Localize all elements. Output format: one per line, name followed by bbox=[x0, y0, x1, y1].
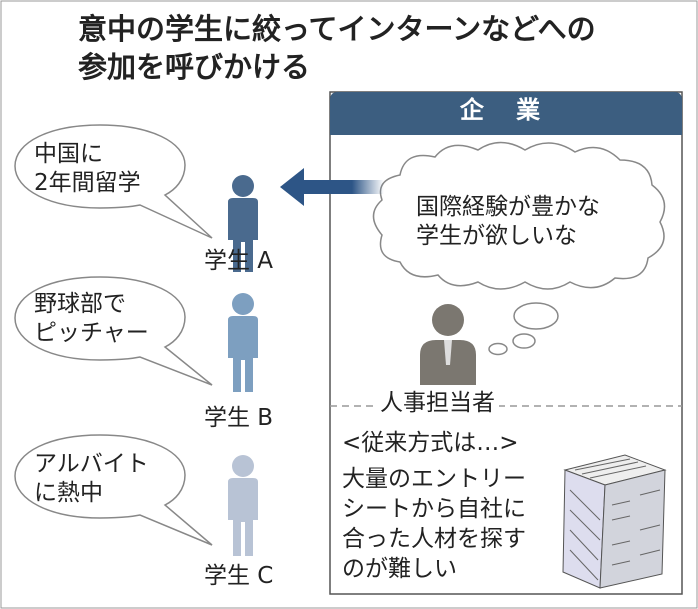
bubble-line: に熱中 bbox=[34, 480, 103, 506]
student-b-icon bbox=[228, 293, 258, 392]
diagram-title: 意中の学生に絞ってインターンなどへの 参加を呼びかける bbox=[78, 10, 596, 86]
hr-person-icon bbox=[420, 304, 476, 385]
student-a-bubble-text: 中国に 2年間留学 bbox=[34, 140, 141, 198]
thought-line-1: 国際経験が豊かな bbox=[416, 194, 600, 220]
thought-line-2: 学生が欲しいな bbox=[416, 223, 577, 249]
student-b-label: 学生 B bbox=[204, 405, 274, 431]
problem-line: のが難しい bbox=[342, 556, 457, 582]
bubble-line: 2年間留学 bbox=[34, 170, 141, 196]
problem-line: 合った人材を探す bbox=[342, 526, 526, 552]
speech-bubble-c bbox=[14, 434, 213, 546]
student-c-label: 学生 C bbox=[204, 563, 274, 589]
problem-line: シートから自社に bbox=[342, 496, 526, 522]
title-line-2: 参加を呼びかける bbox=[78, 50, 311, 84]
bubble-line: 中国に bbox=[34, 141, 103, 167]
company-thought-text: 国際経験が豊かな 学生が欲しいな bbox=[416, 193, 600, 251]
thought-cloud-icon bbox=[372, 141, 666, 356]
document-stack-icon bbox=[562, 454, 667, 589]
arrow-left-icon bbox=[280, 168, 384, 206]
hr-person-label: 人事担当者 bbox=[376, 390, 499, 418]
problem-text: 大量のエントリー シートから自社に 合った人材を探す のが難しい bbox=[342, 464, 526, 584]
bubble-line: ピッチャー bbox=[34, 320, 149, 346]
student-c-bubble-text: アルバイト に熱中 bbox=[34, 450, 149, 508]
student-c-icon bbox=[228, 455, 258, 556]
bubble-line: アルバイト bbox=[34, 451, 149, 477]
student-b-bubble-text: 野球部で ピッチャー bbox=[34, 290, 149, 348]
old-method-label: <従来方式は…> bbox=[342, 430, 519, 456]
problem-line: 大量のエントリー bbox=[342, 466, 526, 492]
speech-bubble-b bbox=[14, 276, 213, 386]
company-header-bar bbox=[330, 92, 682, 135]
student-a-icon bbox=[228, 175, 258, 272]
title-line-1: 意中の学生に絞ってインターンなどへの bbox=[78, 12, 596, 46]
company-header: 企 業 bbox=[459, 96, 553, 124]
student-a-label: 学生 A bbox=[204, 248, 274, 274]
speech-bubble-a bbox=[14, 124, 213, 239]
bubble-line: 野球部で bbox=[34, 291, 126, 317]
